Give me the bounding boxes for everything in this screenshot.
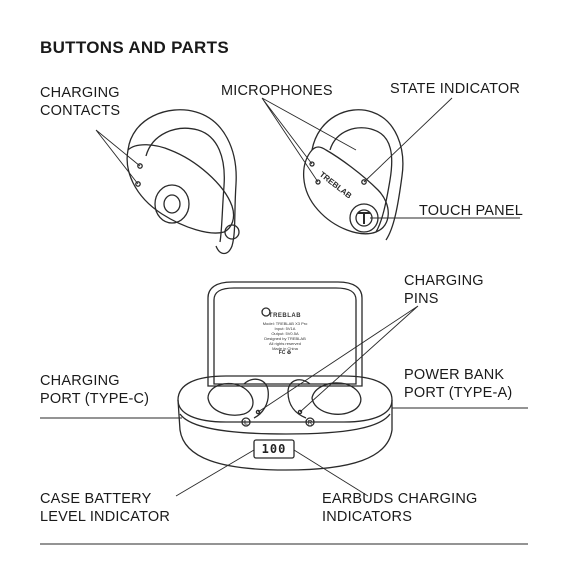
left-slot-letter: L	[244, 421, 248, 427]
right-slot-letter: R	[308, 421, 313, 427]
